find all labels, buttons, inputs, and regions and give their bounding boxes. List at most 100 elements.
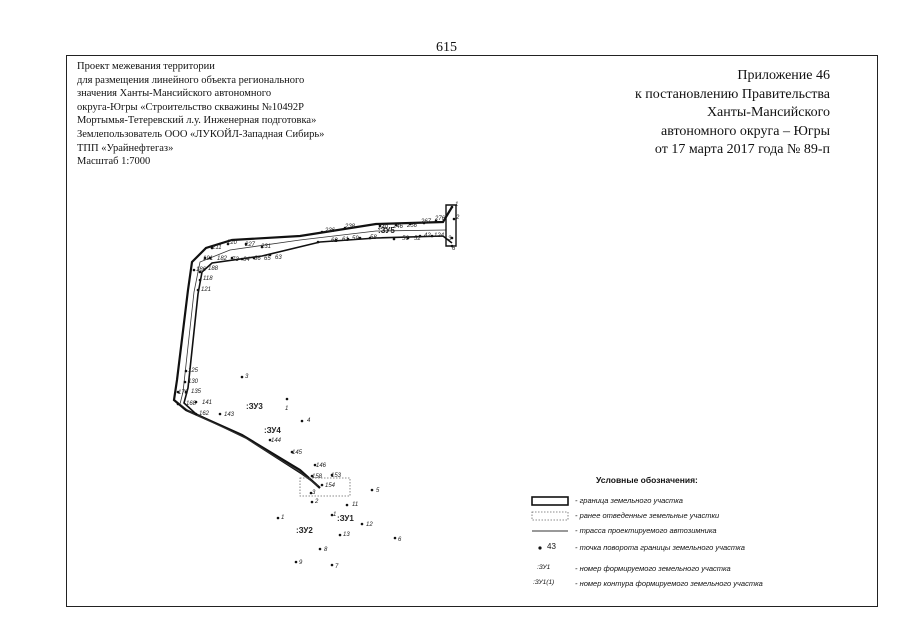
point-label: 2	[314, 499, 319, 505]
appendix-line: от 17 марта 2017 года № 89-п	[654, 142, 830, 157]
boundary-point-dots	[176, 205, 456, 567]
parcel-label-zu1: :ЗУ1	[337, 514, 354, 523]
point-label: 7	[335, 564, 339, 570]
point-label: 158	[312, 474, 323, 480]
project-info-line: Мортымья-Тетеревский л.у. Инженерная под…	[77, 115, 317, 127]
point-label: 64	[243, 257, 250, 263]
point-label: 3	[448, 236, 452, 242]
legend-label: - трасса проектируемого автозимника	[575, 526, 717, 535]
project-info: Проект межевания территории для размещен…	[77, 60, 377, 169]
parcel-label-zu5: :ЗУ5	[378, 226, 395, 235]
point-label: 59	[352, 236, 359, 242]
point-label: 121	[201, 287, 211, 293]
appendix-line: Ханты-Мансийского	[706, 105, 830, 120]
point-label: 13	[343, 532, 350, 538]
point-label: 146	[316, 463, 327, 469]
scale-label: Масштаб 1:7000	[77, 156, 151, 168]
point-label: 162	[199, 411, 210, 417]
legend-sample-point: 43	[547, 542, 556, 551]
turn-point-symbol	[538, 546, 542, 550]
point-label: 246	[392, 224, 404, 230]
point-label: 56	[402, 236, 409, 242]
project-info-line: Проект межевания территории	[77, 61, 215, 72]
point-label: 220	[226, 240, 238, 246]
point-label: 8	[324, 547, 328, 553]
point-label: 168	[186, 401, 197, 407]
point-label: 153	[331, 473, 342, 479]
project-info-line: значения Ханты-Мансийского автономного	[77, 88, 272, 100]
parcel-boundary-inner	[183, 235, 453, 485]
point-label: 130	[188, 379, 199, 385]
map-frame	[66, 55, 878, 607]
legend-item-parcel-number: :ЗУ1 - номер формируемого земельного уча…	[525, 563, 825, 577]
point-label: 5	[376, 488, 380, 494]
point-label: 65	[264, 256, 271, 262]
point-label: 3	[245, 374, 249, 380]
parcel-label-zu4: :ЗУ4	[264, 426, 281, 435]
appendix-line: Приложение 46	[737, 68, 830, 83]
point-label: 145	[292, 450, 303, 456]
appendix-line: к постановлению Правительства	[634, 86, 830, 102]
point-label: 227	[244, 242, 256, 248]
point-label: 3	[312, 490, 316, 496]
legend-sample-contour: :ЗУ1(1)	[533, 579, 555, 586]
point-label: 1	[281, 515, 284, 521]
legend-label: - ранее отведенные земельные участки	[575, 511, 720, 520]
point-label: 1	[285, 406, 288, 412]
previous-allotment	[299, 477, 351, 497]
point-label: 236	[324, 228, 336, 234]
point-label: 6	[452, 246, 456, 252]
point-label: 143	[224, 412, 235, 418]
point-label: 63	[275, 255, 282, 261]
point-label: 154	[325, 483, 336, 489]
project-info-line: для размещения линейного объекта региона…	[77, 74, 305, 86]
point-label: 11	[352, 502, 358, 508]
legend-label: - номер формируемого земельного участка	[575, 564, 731, 573]
point-label: 240	[377, 225, 389, 231]
point-label: 12	[366, 522, 373, 528]
page-number: 615	[436, 40, 457, 55]
legend-label: - граница земельного участка	[575, 496, 683, 505]
point-label: 1	[333, 512, 336, 518]
point-label: 1	[455, 202, 458, 208]
project-info-line: ТПП «Урайнефтегаз»	[77, 142, 174, 154]
appendix-heading: Приложение 46 к постановлению Правительс…	[635, 67, 830, 160]
point-label: 256	[406, 223, 418, 229]
point-label: 238	[344, 224, 356, 230]
point-label: 9	[299, 560, 303, 566]
point-label: 231	[260, 244, 271, 250]
point-label: 144	[271, 438, 282, 444]
parcel-end-cap	[445, 204, 457, 247]
project-info-line: Землепользователь ООО «ЛУКОЙЛ-Западная С…	[77, 128, 325, 140]
point-label: 211	[211, 245, 222, 251]
point-label: 173	[178, 390, 189, 396]
point-label: 135	[191, 389, 202, 395]
point-label: 66	[254, 256, 261, 262]
point-label: 188	[208, 266, 219, 272]
legend-item-turn-point: 43 - точка поворота границы земельного у…	[525, 542, 825, 556]
point-label: 186	[196, 267, 207, 273]
project-info-line: округа-Югры «Строительство скважины №104…	[77, 101, 304, 113]
legend-label: - точка поворота границы земельного учас…	[575, 543, 745, 552]
point-label: 73	[232, 257, 239, 263]
point-label: 267	[420, 219, 432, 225]
legend-item-road-route: - трасса проектируемого автозимника	[525, 525, 825, 539]
parcel-label-zu3: :ЗУ3	[246, 402, 263, 411]
legend-title: Условные обозначения:	[596, 475, 698, 485]
appendix-line: автономного округа – Югры	[661, 123, 830, 139]
boundary-symbol	[531, 496, 569, 506]
point-label: 182	[217, 256, 228, 262]
route-symbol	[532, 530, 568, 532]
point-label: 124	[434, 233, 445, 239]
allotment-symbol	[531, 511, 569, 521]
legend-sample-zu: :ЗУ1	[537, 564, 551, 571]
point-label: 52	[414, 236, 421, 242]
point-label: 4	[307, 418, 311, 424]
point-label: 276	[434, 216, 446, 222]
point-label: 191	[203, 256, 213, 262]
point-label: 118	[203, 276, 213, 282]
point-label: 2	[455, 215, 460, 221]
point-label: 58	[370, 235, 377, 241]
point-label: 61	[342, 237, 349, 243]
